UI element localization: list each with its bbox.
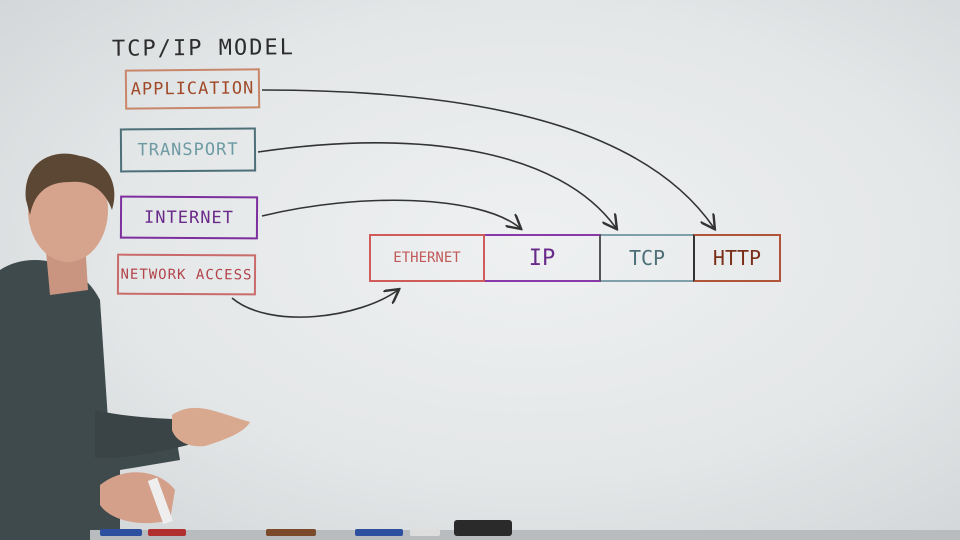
packet-ip: IP <box>485 234 601 282</box>
arrow-application-http <box>261 89 714 228</box>
eraser <box>454 520 512 536</box>
arrow-internet-ip <box>261 199 520 228</box>
packet-tcp: TCP <box>601 234 693 282</box>
arrow-transport-tcp <box>257 142 616 228</box>
packet-http: HTTP <box>693 234 781 282</box>
marker-blue <box>100 529 142 536</box>
marker-blue-2 <box>355 529 403 536</box>
packet-ethernet: ETHERNET <box>369 234 485 282</box>
packet-diagram: ETHERNET IP TCP HTTP <box>369 234 781 282</box>
marker-brown <box>266 529 316 536</box>
presenter-figure <box>0 153 250 540</box>
marker-red <box>148 529 186 536</box>
arrow-network-ethernet <box>231 290 398 318</box>
marker-tray <box>90 530 960 540</box>
marker-white <box>410 529 440 536</box>
